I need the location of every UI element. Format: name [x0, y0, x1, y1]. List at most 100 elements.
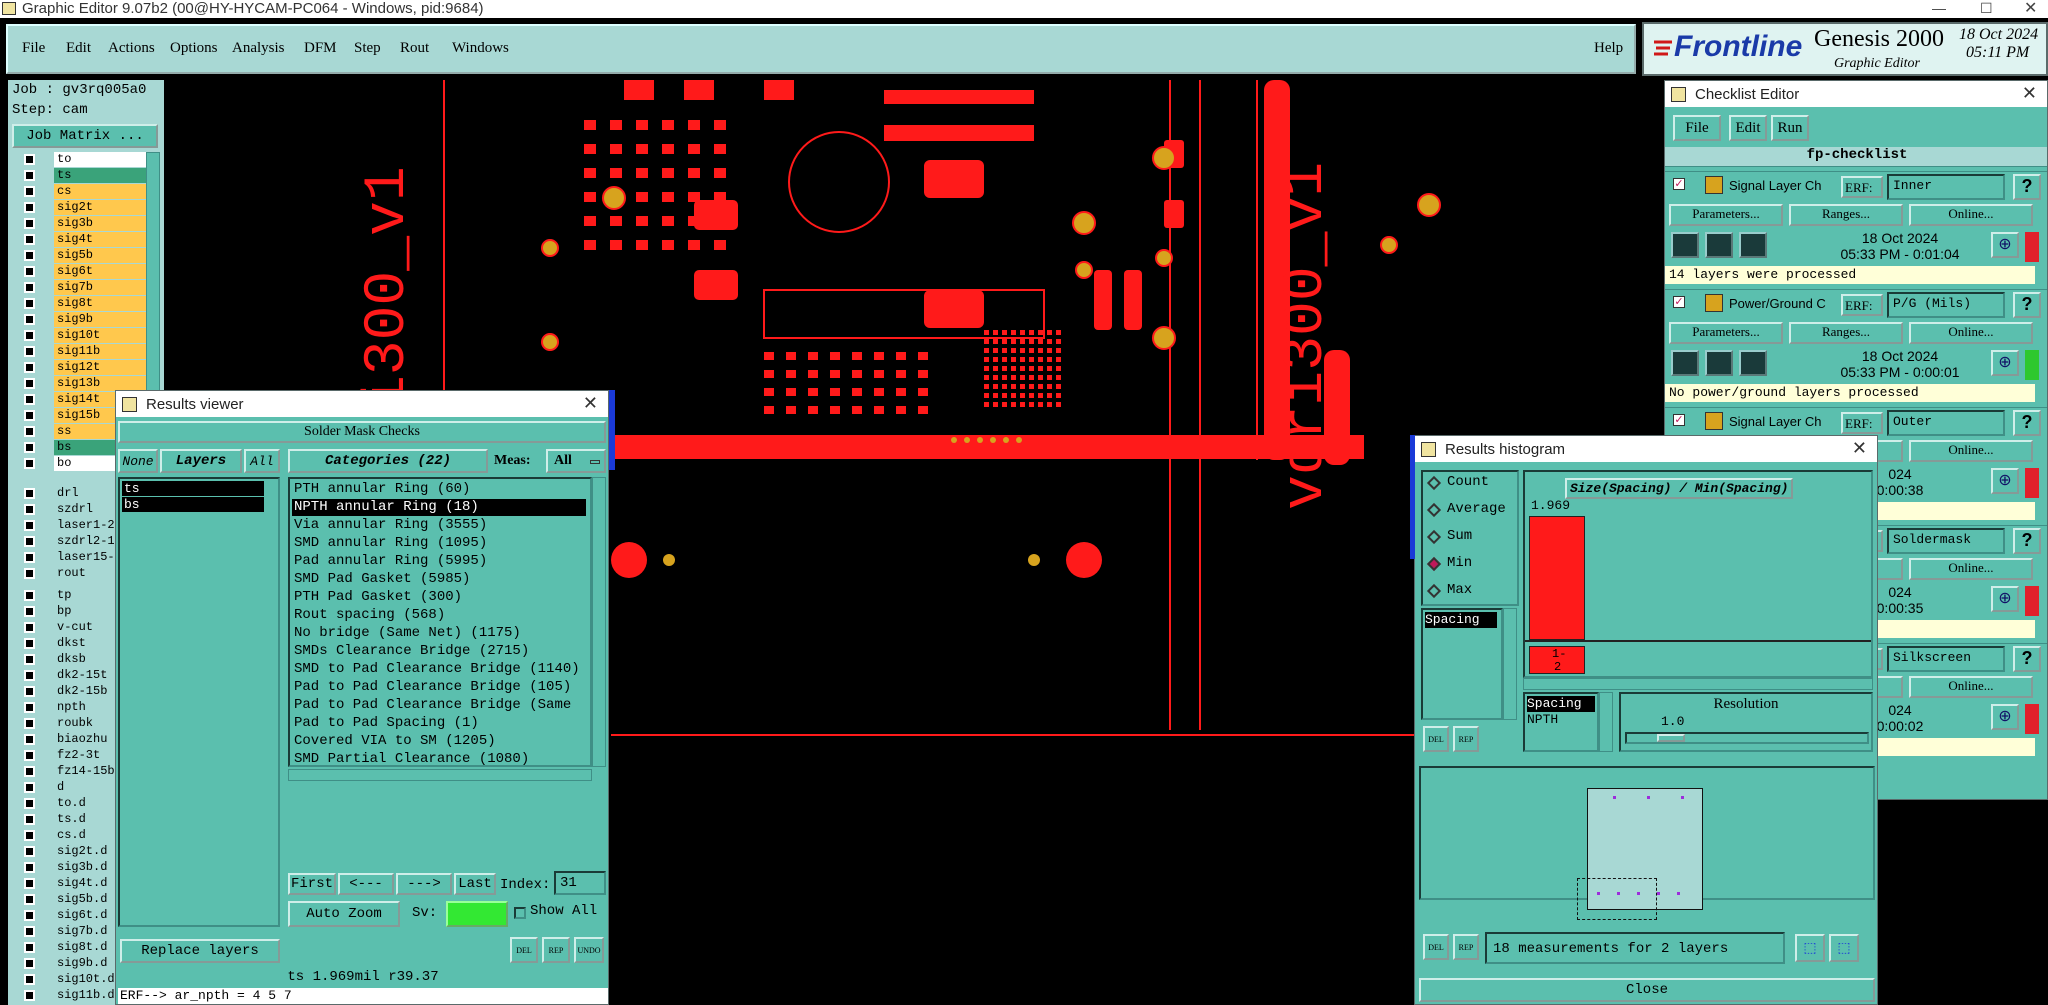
- sv-color-dropdown[interactable]: [446, 901, 508, 927]
- categories-scrollbar[interactable]: [592, 477, 606, 767]
- menu-windows[interactable]: Windows: [452, 40, 509, 56]
- layer-name[interactable]: ts: [54, 168, 148, 183]
- layers-button[interactable]: Layers: [160, 449, 242, 473]
- layer-name[interactable]: sig6t: [54, 264, 148, 279]
- layer-name[interactable]: to: [54, 152, 148, 167]
- job-matrix-button[interactable]: Job Matrix ...: [12, 124, 158, 148]
- mode-label-sum[interactable]: Sum: [1447, 528, 1473, 544]
- category-item[interactable]: SMD Pad Gasket (5985): [294, 571, 471, 587]
- layer-checkbox[interactable]: [24, 750, 35, 761]
- last-button[interactable]: Last: [454, 873, 496, 895]
- run-icon[interactable]: [1739, 350, 1767, 376]
- layers-all-button[interactable]: All: [244, 449, 280, 473]
- help-icon[interactable]: ?: [2013, 292, 2041, 318]
- layer-checkbox[interactable]: [24, 910, 35, 921]
- close-icon[interactable]: ✕: [582, 393, 598, 413]
- category-item[interactable]: Pad to Pad Clearance Bridge (Same: [294, 697, 572, 713]
- attr-listbox[interactable]: Spacing: [1421, 608, 1503, 720]
- layer-checkbox[interactable]: [24, 814, 35, 825]
- mode-label-min[interactable]: Min: [1447, 555, 1473, 571]
- category-item[interactable]: PTH annular Ring (60): [294, 481, 471, 497]
- layer-row-sig5b[interactable]: sig5b: [18, 248, 148, 263]
- menu-dfm[interactable]: DFM: [304, 40, 337, 56]
- layer-list-item[interactable]: bs: [122, 497, 264, 512]
- meas-dropdown[interactable]: All: [546, 449, 606, 473]
- layer-checkbox[interactable]: [24, 654, 35, 665]
- layer-name[interactable]: sig7b: [54, 280, 148, 295]
- layer-row-sig7b[interactable]: sig7b: [18, 280, 148, 295]
- layer-checkbox[interactable]: [24, 298, 35, 309]
- layer-name[interactable]: cs: [54, 184, 148, 199]
- layers-none-button[interactable]: None: [118, 449, 158, 473]
- online-button[interactable]: Online...: [1909, 558, 2033, 580]
- layer-list-item[interactable]: ts: [122, 481, 264, 496]
- layer-checkbox[interactable]: [24, 878, 35, 889]
- mode-radio-count[interactable]: [1426, 475, 1442, 491]
- help-icon[interactable]: ?: [2013, 646, 2041, 672]
- layer-row-sig12t[interactable]: sig12t: [18, 360, 148, 375]
- menu-rout[interactable]: Rout: [400, 40, 430, 56]
- del-icon[interactable]: DEL: [510, 937, 538, 963]
- run-icon[interactable]: [1739, 232, 1767, 258]
- layer-row-sig3b[interactable]: sig3b: [18, 216, 148, 231]
- layer-checkbox[interactable]: [24, 990, 35, 1001]
- mode-radio-average[interactable]: [1426, 502, 1442, 518]
- attr-item[interactable]: Spacing: [1425, 612, 1497, 628]
- layer-row-sig8t[interactable]: sig8t: [18, 296, 148, 311]
- layer-checkbox[interactable]: [24, 362, 35, 373]
- layer-name[interactable]: sig13b: [54, 376, 148, 391]
- zoom-icon[interactable]: ⊕: [1991, 232, 2019, 258]
- hist-rep-icon[interactable]: REP: [1453, 726, 1479, 752]
- item-check-icon[interactable]: ✓: [1673, 296, 1685, 308]
- ranges-button[interactable]: Ranges...: [1789, 322, 1903, 344]
- layer-checkbox[interactable]: [24, 552, 35, 563]
- hist-del-icon[interactable]: DEL: [1423, 726, 1449, 752]
- layer-checkbox[interactable]: [24, 782, 35, 793]
- layer-checkbox[interactable]: [24, 488, 35, 499]
- first-button[interactable]: First: [288, 873, 336, 895]
- layer-row-sig9b[interactable]: sig9b: [18, 312, 148, 327]
- auto-zoom-dropdown[interactable]: Auto Zoom: [288, 901, 400, 927]
- show-all-checkbox[interactable]: [514, 907, 526, 919]
- layer-checkbox[interactable]: [24, 186, 35, 197]
- zoom-icon[interactable]: ⊕: [1991, 468, 2019, 494]
- checklist-menu-file[interactable]: File: [1673, 115, 1721, 141]
- item-check-icon[interactable]: ✓: [1673, 414, 1685, 426]
- help-icon[interactable]: ?: [2013, 410, 2041, 436]
- slider-thumb[interactable]: [1657, 734, 1685, 742]
- category-item[interactable]: No bridge (Same Net) (1175): [294, 625, 521, 641]
- layer-checkbox[interactable]: [24, 378, 35, 389]
- layer-checkbox[interactable]: [24, 536, 35, 547]
- preview-rep-icon[interactable]: REP: [1453, 934, 1479, 960]
- zoom-icon[interactable]: ⊕: [1991, 704, 2019, 730]
- menu-edit[interactable]: Edit: [66, 40, 91, 56]
- close-icon[interactable]: ✕: [2021, 83, 2037, 103]
- layer-checkbox[interactable]: [24, 734, 35, 745]
- close-button[interactable]: Close: [1419, 978, 1875, 1002]
- menu-actions[interactable]: Actions: [108, 40, 155, 56]
- preview-del-icon[interactable]: DEL: [1423, 934, 1449, 960]
- layer-name[interactable]: sig2t: [54, 200, 148, 215]
- layer-name[interactable]: sig4t: [54, 232, 148, 247]
- mode-label-average[interactable]: Average: [1447, 501, 1506, 517]
- maximize-icon[interactable]: ☐: [1980, 0, 1993, 16]
- layer-checkbox[interactable]: [24, 202, 35, 213]
- menu-step[interactable]: Step: [354, 40, 381, 56]
- layer-checkbox[interactable]: [24, 426, 35, 437]
- layer-row-sig2t[interactable]: sig2t: [18, 200, 148, 215]
- index-input[interactable]: 31: [554, 871, 606, 895]
- item-check-icon[interactable]: ✓: [1673, 178, 1685, 190]
- mode-label-max[interactable]: Max: [1447, 582, 1473, 598]
- layer-checkbox[interactable]: [24, 394, 35, 405]
- parameters-button[interactable]: Parameters...: [1669, 204, 1783, 226]
- close-icon[interactable]: ✕: [2024, 0, 2038, 17]
- layer-checkbox[interactable]: [24, 670, 35, 681]
- zoom-fit-icon[interactable]: ⬚: [1795, 934, 1825, 962]
- layer-checkbox[interactable]: [24, 346, 35, 357]
- mode-radio-min[interactable]: [1426, 556, 1442, 572]
- layer-checkbox[interactable]: [24, 568, 35, 579]
- mode-label-count[interactable]: Count: [1447, 474, 1490, 490]
- category-item[interactable]: Rout spacing (568): [294, 607, 446, 623]
- help-icon[interactable]: ?: [2013, 528, 2041, 554]
